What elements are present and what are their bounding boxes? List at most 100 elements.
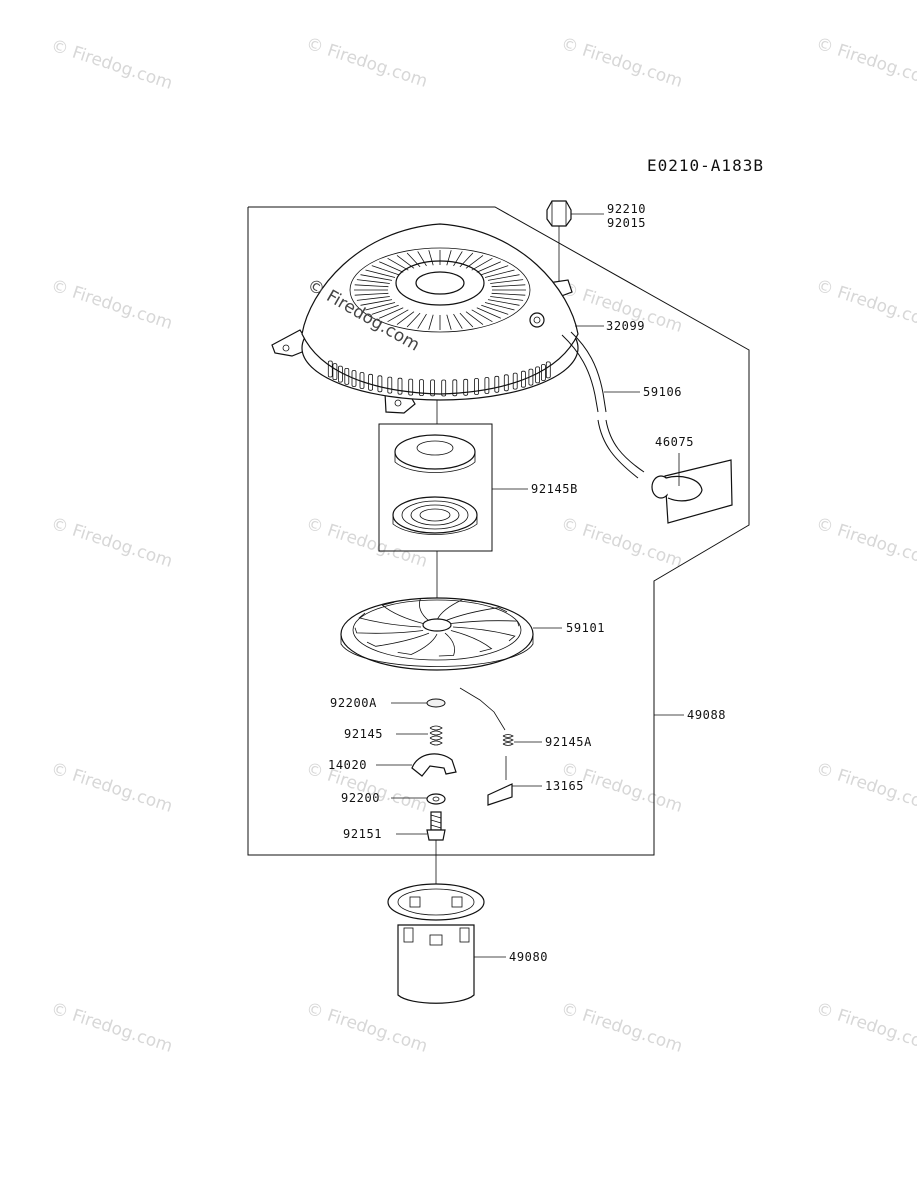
- case-slots: [327, 360, 551, 397]
- watermark: © Firedog.com: [813, 276, 917, 334]
- vent-line: [453, 313, 463, 329]
- vent-line: [471, 257, 493, 271]
- spring-set: [378, 400, 528, 620]
- vent-line: [490, 296, 524, 301]
- reel-blade: [381, 601, 424, 624]
- case-slot: [452, 379, 458, 397]
- label-92151: 92151: [343, 827, 382, 841]
- watermark: © Firedog.com: [48, 514, 174, 572]
- reel-blade: [419, 597, 436, 622]
- case-slot: [484, 377, 490, 394]
- case-slot: [368, 373, 374, 391]
- cap-nut: [546, 200, 604, 285]
- washer-a: [391, 698, 446, 708]
- vent-line: [371, 304, 399, 315]
- label-49080: 49080: [509, 950, 548, 964]
- vent-line: [428, 250, 434, 266]
- starter-case: [271, 223, 604, 414]
- reel-blade: [436, 599, 477, 621]
- watermark: © Firedog.com: [48, 36, 174, 94]
- vent-line: [387, 257, 409, 271]
- case-slot: [344, 367, 350, 385]
- case-slot: [377, 375, 383, 393]
- reel-blade: [354, 627, 424, 634]
- case-slot: [359, 372, 365, 389]
- label-92015: 92015: [607, 216, 646, 230]
- label-14020: 14020: [328, 758, 367, 772]
- case-slot: [541, 364, 546, 381]
- label-32099: 32099: [606, 319, 645, 333]
- vent-line: [396, 255, 415, 269]
- vent-line: [471, 309, 493, 323]
- watermark: © Firedog.com: [558, 999, 684, 1057]
- case-slot: [535, 366, 540, 384]
- case-slot: [463, 378, 469, 396]
- label-13165: 13165: [545, 779, 584, 793]
- case-slot: [474, 378, 479, 395]
- case-slot: [512, 372, 518, 390]
- vent-line: [465, 255, 484, 269]
- case-slot: [430, 379, 436, 397]
- vent-line: [406, 312, 421, 328]
- vent-line: [446, 250, 452, 266]
- label-92145: 92145: [344, 727, 383, 741]
- vent-line: [428, 314, 434, 330]
- watermark: © Firedog.com: [48, 759, 174, 817]
- label-92200a: 92200A: [330, 696, 377, 710]
- vent-line: [396, 311, 415, 325]
- reel-blade: [450, 620, 520, 627]
- vent-line: [481, 265, 509, 276]
- vent-line: [487, 274, 520, 281]
- reel-blades: [354, 597, 520, 657]
- reel-blade: [366, 632, 430, 647]
- label-92210: 92210: [607, 202, 646, 216]
- plate: [487, 756, 542, 806]
- case-slot: [494, 375, 500, 393]
- label-92200: 92200: [341, 791, 380, 805]
- reel-blade: [452, 626, 516, 642]
- case-slot: [545, 361, 551, 379]
- vent-line: [459, 312, 474, 328]
- watermark: © Firedog.com: [303, 34, 429, 92]
- part-labels: 92210 92015 32099 59106 46075 92145B 591…: [328, 202, 726, 964]
- case-slot: [337, 365, 343, 383]
- washer: [391, 793, 446, 805]
- label-59101: 59101: [566, 621, 605, 635]
- label-92145b: 92145B: [531, 482, 578, 496]
- vent-line: [491, 284, 526, 288]
- case-slot: [441, 379, 447, 397]
- vent-line: [406, 252, 421, 268]
- diagram-code: E0210-A183B: [647, 156, 764, 175]
- label-49088: 49088: [687, 708, 726, 722]
- starter-handle: [651, 453, 733, 524]
- assembly-boundary: [247, 206, 750, 856]
- vent-line: [453, 251, 463, 267]
- label-59106: 59106: [643, 385, 682, 399]
- watermark: © Firedog.com: [48, 999, 174, 1057]
- vent-line: [379, 307, 404, 319]
- starter-rope: [561, 331, 645, 479]
- vent-line: [417, 251, 427, 267]
- case-slot: [419, 379, 424, 397]
- vent-line: [379, 261, 404, 273]
- vent-line: [417, 313, 427, 329]
- case-slot: [521, 370, 526, 388]
- vent-line: [387, 309, 409, 323]
- spring: [396, 725, 443, 746]
- vent-line: [484, 269, 515, 278]
- ratchet: [376, 753, 457, 777]
- vent-line: [354, 292, 389, 296]
- case-slot: [528, 368, 534, 386]
- vent-line: [360, 299, 393, 306]
- vent-line: [356, 296, 390, 301]
- case-slot: [397, 377, 403, 395]
- reel-blade: [358, 612, 422, 628]
- reel-blade: [438, 632, 455, 657]
- vent-line: [459, 252, 474, 268]
- label-46075: 46075: [655, 435, 694, 449]
- vent-line: [354, 284, 389, 288]
- case-slot: [387, 376, 393, 394]
- vent-line: [491, 292, 526, 296]
